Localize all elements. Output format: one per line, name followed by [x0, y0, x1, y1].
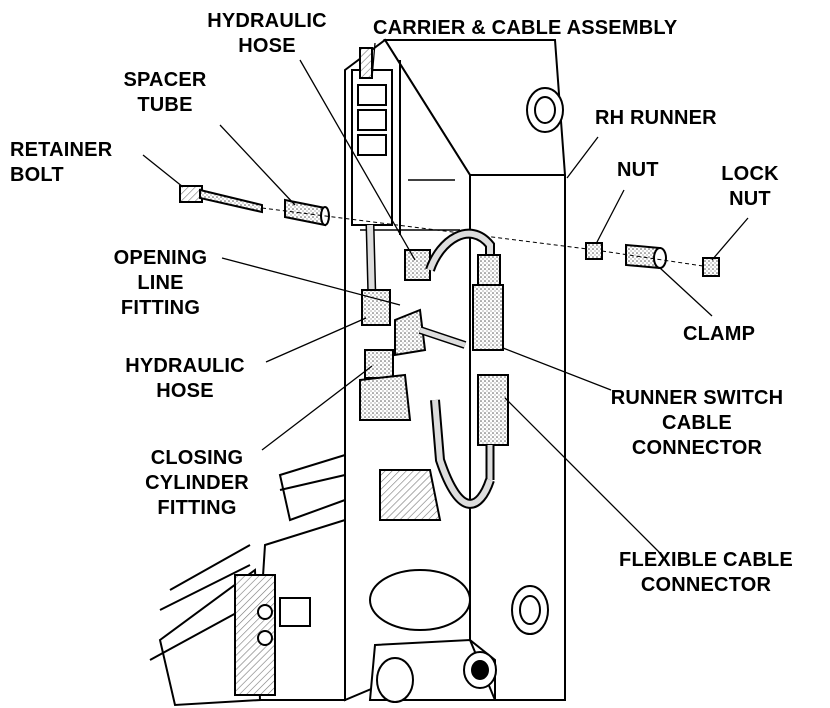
bolt-spacer	[179, 185, 596, 251]
label-opening-line-fitting: OPENING LINE FITTING	[113, 247, 208, 319]
label-hydraulic-hose-lower: HYDRAULIC HOSE	[125, 355, 245, 402]
label-hydraulic-hose-top: HYDRAULIC HOSE	[207, 10, 327, 57]
label-nut: NUT	[617, 159, 659, 181]
nut-clamp-locknut	[585, 242, 720, 277]
label-rh-runner: RH RUNNER	[595, 107, 717, 129]
label-lock-nut: LOCK NUT	[721, 163, 779, 210]
label-retainer-bolt: RETAINER BOLT	[10, 139, 113, 186]
label-carrier-cable-assembly: CARRIER & CABLE ASSEMBLY	[373, 17, 678, 39]
label-closing-cylinder-fitting: CLOSING CYLINDER FITTING	[145, 447, 249, 519]
lower-linkage	[149, 453, 497, 707]
label-flexible-cable-connector: FLEXIBLE CABLE CONNECTOR	[619, 549, 793, 596]
hoses-fittings	[359, 224, 509, 509]
label-runner-switch-cable-connector: RUNNER SWITCH CABLE CONNECTOR	[610, 387, 784, 459]
label-spacer-tube: SPACER TUBE	[123, 69, 207, 116]
leader-lines	[142, 42, 749, 557]
label-clamp: CLAMP	[683, 323, 756, 345]
